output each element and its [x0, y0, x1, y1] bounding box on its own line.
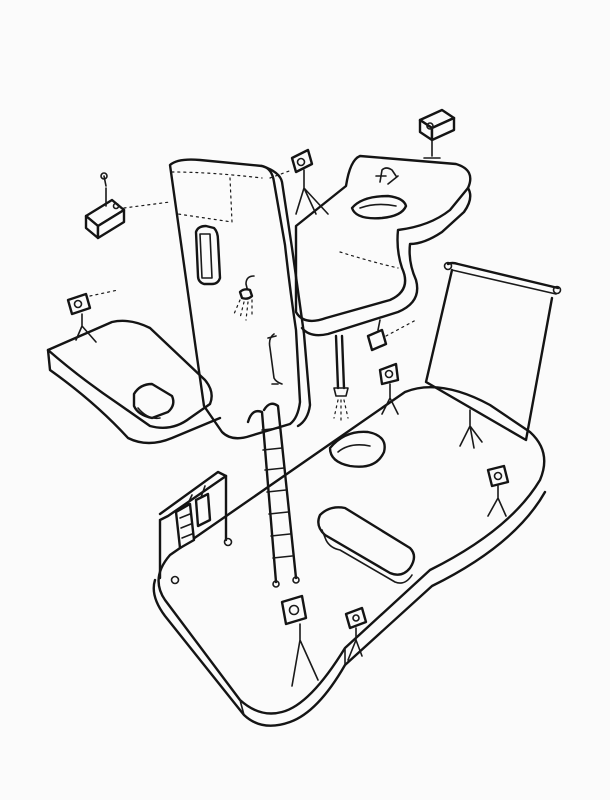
- photo-camera-on-tripod-icon: [66, 289, 119, 343]
- clothes-rack-icon: [158, 470, 233, 585]
- wall-panel: [168, 158, 312, 440]
- shower-head-icon: [233, 275, 255, 321]
- bed-platform: [46, 319, 222, 445]
- projector-icon: [418, 108, 456, 159]
- photo-camera-on-tripod-icon: [486, 464, 510, 517]
- drain-pipe: [333, 334, 349, 423]
- video-camera-icon: [280, 594, 319, 687]
- floor-drain-basin: [328, 430, 386, 468]
- upper-bath-platform: [294, 154, 472, 337]
- photo-camera-on-tripod-icon: [378, 362, 400, 415]
- screen-tripod: [459, 409, 483, 449]
- spotlight-icon: [366, 319, 417, 352]
- floor-bench: [317, 506, 416, 584]
- projection-screen-icon: [424, 261, 562, 442]
- film-camera-icon: [84, 172, 171, 240]
- faucet-icon: [375, 167, 399, 185]
- photo-camera-on-tripod-icon: [344, 606, 368, 661]
- video-camera-icon: [269, 148, 329, 215]
- floor-platform: [152, 386, 547, 727]
